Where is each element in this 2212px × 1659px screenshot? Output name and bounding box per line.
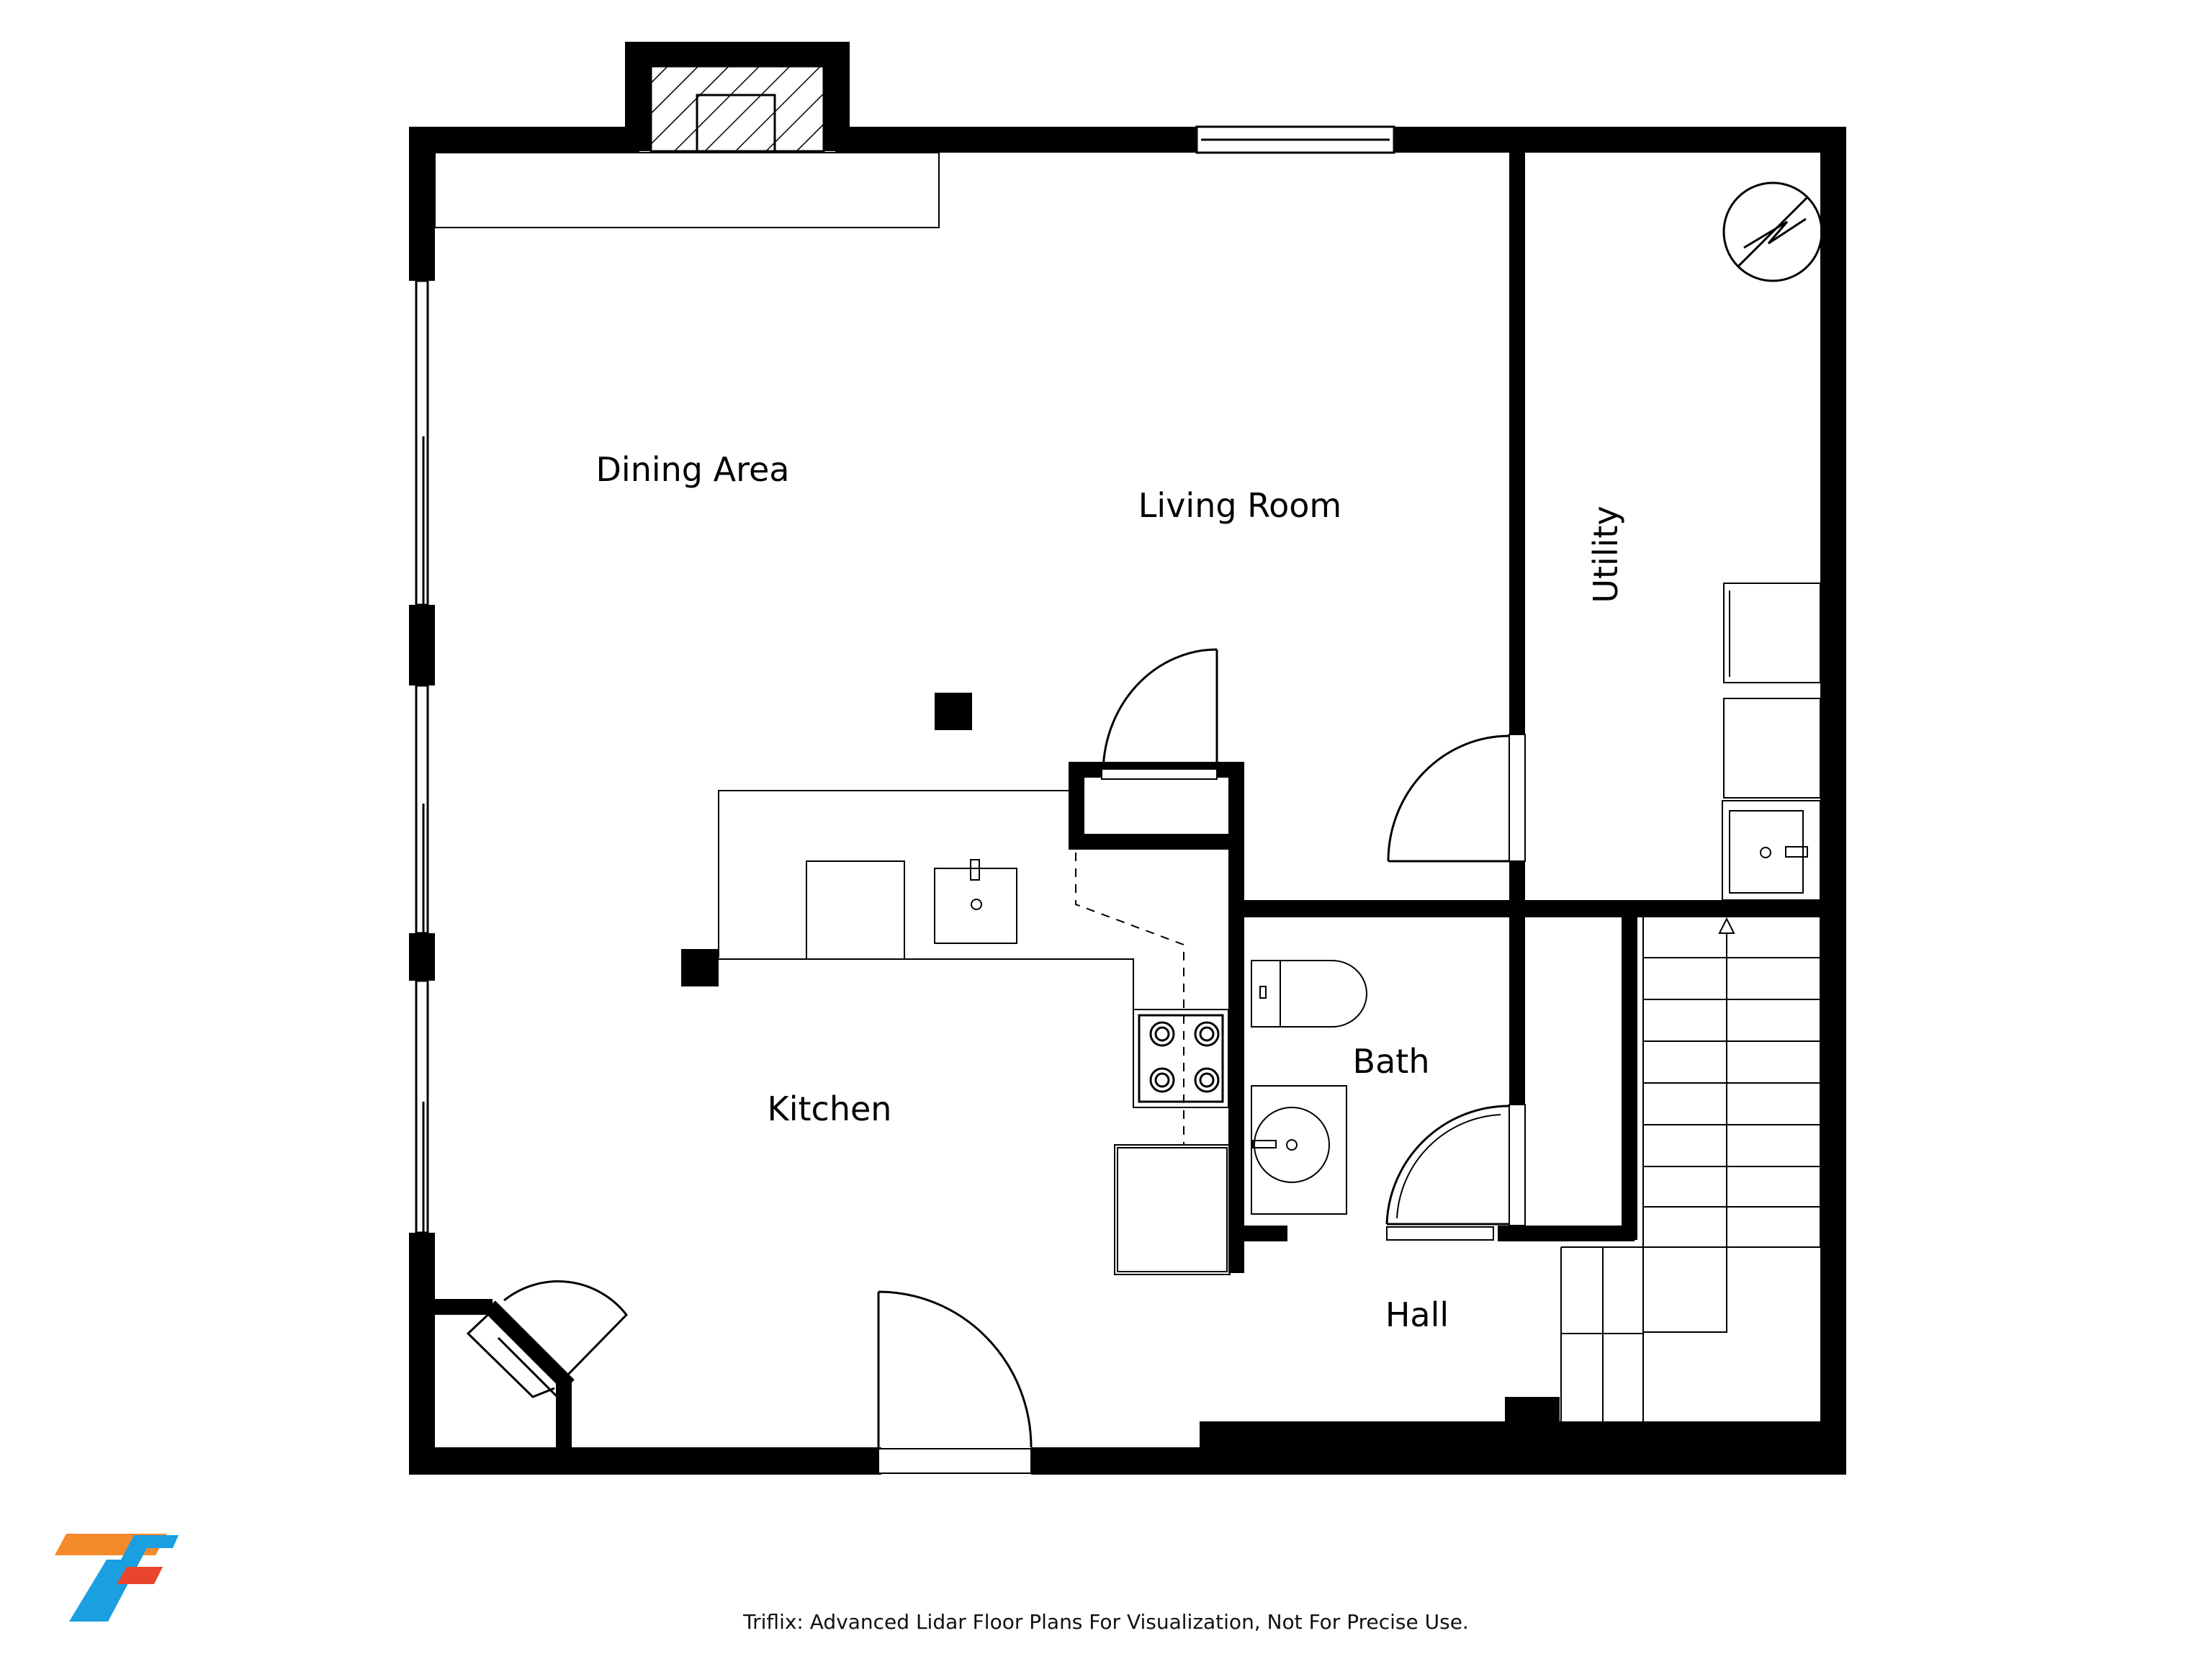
disclaimer-footer: Triflix: Advanced Lidar Floor Plans For … xyxy=(743,1610,1469,1634)
column-dining xyxy=(935,693,972,730)
room-label-dining: Dining Area xyxy=(596,450,790,489)
water-heater-icon xyxy=(1722,181,1823,282)
exterior-walls xyxy=(409,42,1846,1475)
closet-corner-post xyxy=(556,1382,572,1455)
bath-door xyxy=(1385,1104,1526,1241)
window-left-2 xyxy=(415,684,429,935)
wall-bath-right-upper xyxy=(1509,910,1525,1107)
window-left-1 xyxy=(415,279,429,606)
wall-bottom-post xyxy=(1505,1397,1560,1426)
room-label-bath: Bath xyxy=(1353,1042,1430,1081)
wall-left-bottom xyxy=(409,1233,435,1475)
utility-door xyxy=(1387,734,1526,863)
washer xyxy=(1723,583,1821,683)
built-in-shelf xyxy=(434,152,940,228)
room-label-kitchen: Kitchen xyxy=(768,1089,892,1128)
stove-icon xyxy=(1138,1014,1224,1103)
window-left-3 xyxy=(415,979,429,1234)
closet-corner-top xyxy=(426,1299,493,1315)
kitchen-counter xyxy=(718,790,1231,1275)
pantry-door xyxy=(1101,648,1218,780)
pantry-bottom xyxy=(1069,834,1244,850)
entry-door xyxy=(877,1290,1033,1474)
wall-utility-left-upper xyxy=(1509,143,1525,734)
pantry-left xyxy=(1069,762,1084,850)
wall-left-pier-1 xyxy=(409,605,435,685)
wall-bottom-left xyxy=(409,1447,881,1475)
staircase xyxy=(1560,914,1821,1421)
closet-corner-diagonal xyxy=(484,1300,575,1391)
wall-bottom-step xyxy=(1200,1421,1846,1475)
column-kitchen xyxy=(681,949,719,986)
wall-left-top xyxy=(409,127,435,281)
wall-top-mid xyxy=(835,127,1202,153)
interior-walls xyxy=(426,143,1846,1455)
utility-appliances xyxy=(1722,583,1821,901)
windows xyxy=(415,125,1395,1234)
wall-left-pier-2 xyxy=(409,933,435,981)
wall-closet-right xyxy=(1622,910,1637,1240)
toilet-icon xyxy=(1251,960,1367,1028)
utility-sink xyxy=(1722,800,1821,901)
wall-top-right xyxy=(1391,127,1846,153)
room-label-hall: Hall xyxy=(1385,1295,1449,1334)
wall-bath-bottom xyxy=(1234,1226,1287,1241)
wall-right xyxy=(1820,127,1846,1475)
chimney-top xyxy=(625,42,850,66)
triflix-logo xyxy=(55,1534,179,1622)
fireplace-icon xyxy=(649,65,825,153)
bath-sink xyxy=(1251,1085,1347,1215)
dryer xyxy=(1723,698,1821,799)
wall-bath-bottom-right xyxy=(1498,1226,1635,1241)
sink-icon xyxy=(934,859,1017,944)
wall-top-left xyxy=(409,127,639,153)
dishwasher xyxy=(806,860,905,960)
wall-kitchen-right xyxy=(1228,762,1244,1273)
room-label-utility: Utility xyxy=(1586,505,1625,603)
room-label-living: Living Room xyxy=(1138,486,1341,525)
closet-door xyxy=(466,1280,628,1403)
